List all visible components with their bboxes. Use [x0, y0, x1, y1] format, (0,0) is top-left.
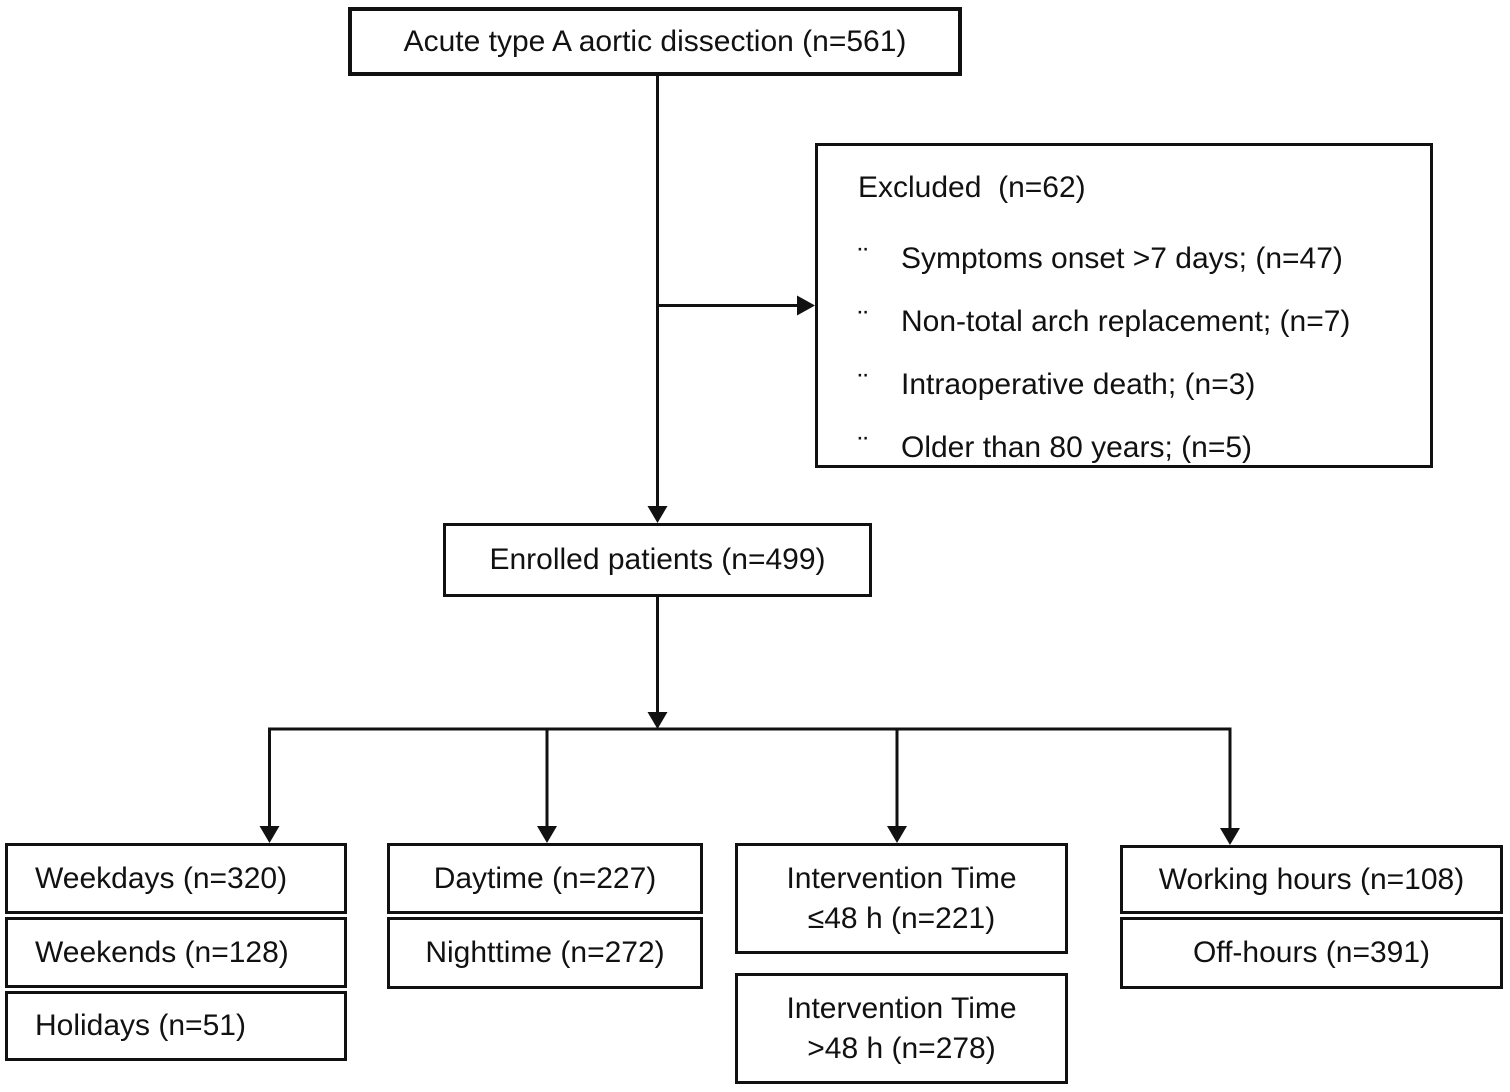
arrowhead-enrolled — [647, 506, 668, 523]
excluded-title: Excluded (n=62) — [858, 171, 1086, 204]
node-daytime: Daytime (n=227) — [387, 843, 703, 914]
excluded-item: ¨ Intraoperative death; (n=3) — [858, 353, 1420, 416]
bullet-icon: ¨ — [858, 305, 868, 338]
excluded-item: ¨ Older than 80 years; (n=5) — [858, 416, 1420, 479]
arrowhead-col3 — [887, 826, 907, 843]
excluded-item: ¨ Non-total arch replacement; (n=7) — [858, 290, 1420, 353]
bullet-icon: ¨ — [858, 242, 868, 275]
excluded-item-label: Non-total arch replacement; (n=7) — [901, 305, 1351, 338]
node-enrolled-patients: Enrolled patients (n=499) — [443, 523, 872, 597]
node-weekdays: Weekdays (n=320) — [5, 843, 347, 914]
node-off-hours: Off-hours (n=391) — [1120, 917, 1503, 989]
excluded-item-label: Older than 80 years; (n=5) — [901, 431, 1253, 464]
node-nighttime: Nighttime (n=272) — [387, 917, 703, 989]
node-excluded: Excluded (n=62) ¨ Symptoms onset >7 days… — [815, 143, 1433, 468]
node-acute-dissection: Acute type A aortic dissection (n=561) — [348, 7, 962, 76]
excluded-item-label: Symptoms onset >7 days; (n=47) — [901, 242, 1343, 275]
arrowhead-col2 — [537, 826, 557, 843]
node-intervention-gt48: Intervention Time >48 h (n=278) — [735, 973, 1068, 1084]
arrowhead-excluded — [797, 295, 815, 316]
intervention-gt48-line1: Intervention Time — [786, 991, 1017, 1025]
node-intervention-le48: Intervention Time ≤48 h (n=221) — [735, 843, 1068, 954]
intervention-le48-line1: Intervention Time — [786, 861, 1017, 895]
arrowhead-bar — [647, 712, 668, 729]
node-weekends: Weekends (n=128) — [5, 917, 347, 988]
excluded-item: ¨ Symptoms onset >7 days; (n=47) — [858, 227, 1420, 290]
excluded-item-label: Intraoperative death; (n=3) — [901, 368, 1256, 401]
arrowhead-col4 — [1220, 828, 1240, 845]
intervention-gt48-line2: >48 h (n=278) — [807, 1031, 996, 1065]
node-holidays: Holidays (n=51) — [5, 991, 347, 1061]
bullet-icon: ¨ — [858, 431, 868, 464]
intervention-le48-line2: ≤48 h (n=221) — [807, 901, 996, 935]
node-working-hours: Working hours (n=108) — [1120, 845, 1503, 914]
bullet-icon: ¨ — [858, 368, 868, 401]
arrowhead-col1 — [259, 826, 280, 843]
